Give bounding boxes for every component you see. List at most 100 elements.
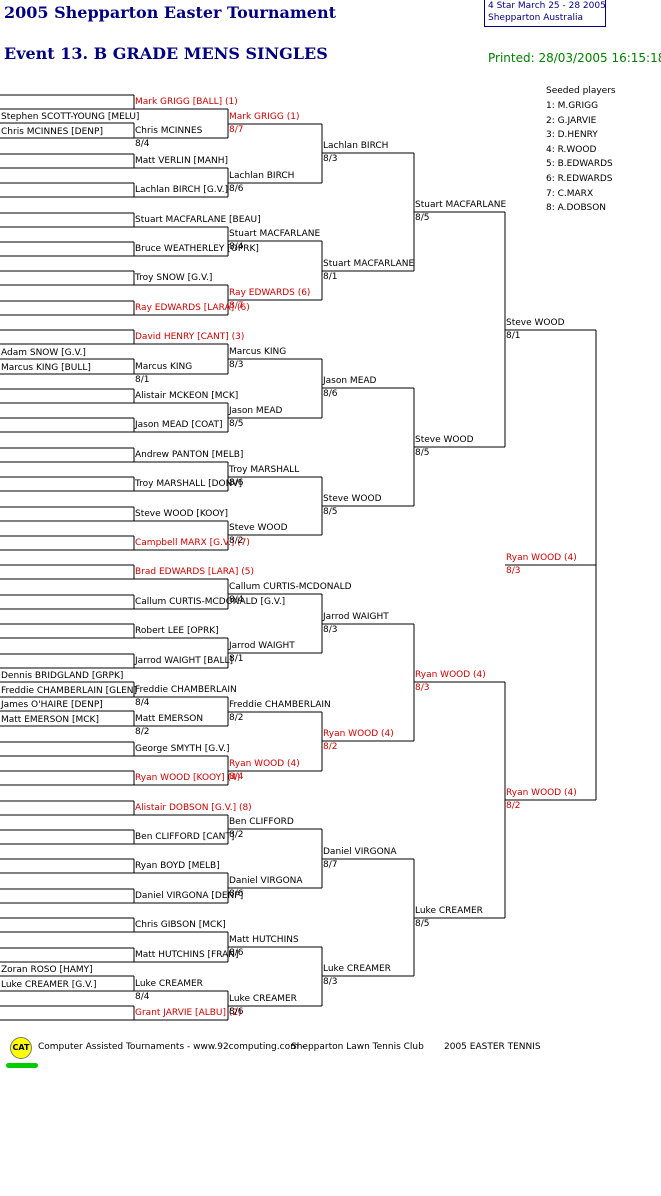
player-round1-26: Ryan BOYD [MELB] [135, 861, 220, 871]
player-round2-15: Luke CREAMER [229, 994, 297, 1004]
player-round2-10: Freddie CHAMBERLAIN [229, 700, 331, 710]
seeds-title: Seeded players [546, 86, 616, 96]
player-round1-1: Chris MCINNES [135, 126, 203, 136]
player-round1-6: Troy SNOW [G.V.] [135, 273, 213, 283]
player-round1-30: Luke CREAMER [135, 979, 203, 989]
score-round2-12: 8/2 [229, 830, 244, 840]
score-round1-9: 8/1 [135, 375, 150, 385]
player-round1-27: Daniel VIRGONA [DENP] [135, 891, 244, 901]
player-round2-5: Jason MEAD [229, 406, 283, 416]
score-round3-6: 8/7 [323, 860, 338, 870]
player-round1-18: Robert LEE [OPRK] [135, 626, 219, 636]
score-round2-8: 8/4 [229, 595, 244, 605]
score-round2-1: 8/6 [229, 184, 244, 194]
qualifier-8: Zoran ROSO [HAMY] [1, 965, 93, 975]
score-round3-2: 8/6 [323, 389, 338, 399]
score-round5-0: 8/1 [506, 331, 521, 341]
player-round4-2: Ryan WOOD (4) [415, 670, 486, 680]
score-round2-3: 8/7 [229, 301, 244, 311]
player-round1-20: Freddie CHAMBERLAIN [135, 685, 237, 695]
player-round1-24: Alistair DOBSON [G.V.] (8) [135, 803, 252, 813]
seed-item: 4: R.WOOD [546, 144, 597, 155]
score-round2-10: 8/2 [229, 713, 244, 723]
player-round1-29: Matt HUTCHINS [FRAN] [135, 950, 239, 960]
tournament-location: Shepparton Australia [488, 13, 584, 23]
player-round4-0: Stuart MACFARLANE [415, 200, 507, 210]
qualifier-1: Chris MCINNES [DENP] [1, 127, 103, 137]
player-round2-8: Callum CURTIS-MCDONALD [229, 582, 352, 592]
player-round1-3: Lachlan BIRCH [G.V.] [135, 185, 229, 195]
player-round3-2: Jason MEAD [323, 376, 377, 386]
score-round3-0: 8/3 [323, 154, 338, 164]
tournament-title: 2005 Shepparton Easter Tournament [4, 3, 336, 22]
player-round3-5: Ryan WOOD (4) [323, 729, 394, 739]
player-round2-0: Mark GRIGG (1) [229, 112, 300, 122]
player-round5-0: Steve WOOD [506, 318, 565, 328]
player-round3-7: Luke CREAMER [323, 964, 391, 974]
player-round4-1: Steve WOOD [415, 435, 474, 445]
player-round1-11: Jason MEAD [COAT] [135, 420, 223, 430]
score-round1-30: 8/4 [135, 992, 150, 1002]
score-round3-7: 8/3 [323, 977, 338, 987]
score-round2-7: 8/2 [229, 536, 244, 546]
player-round2-7: Steve WOOD [229, 523, 288, 533]
score-round5-1: 8/2 [506, 801, 521, 811]
player-round1-16: Brad EDWARDS [LARA] (5) [135, 567, 254, 577]
player-round2-13: Daniel VIRGONA [229, 876, 303, 886]
score-round2-5: 8/5 [229, 419, 244, 429]
footer-event: 2005 EASTER TENNIS [444, 1042, 541, 1052]
score-round4-3: 8/5 [415, 919, 430, 929]
champion: Ryan WOOD (4) [506, 553, 577, 563]
player-round1-23: Ryan WOOD [KOOY] (4) [135, 773, 241, 783]
score-round2-4: 8/3 [229, 360, 244, 370]
player-round1-8: David HENRY [CANT] (3) [135, 332, 245, 342]
seed-item: 6: R.EDWARDS [546, 174, 613, 184]
player-round2-11: Ryan WOOD (4) [229, 759, 300, 769]
footer-credit: Computer Assisted Tournaments - www.92co… [38, 1042, 305, 1052]
champion-score: 8/3 [506, 566, 521, 576]
score-round4-1: 8/5 [415, 448, 430, 458]
player-round1-15: Campbell MARX [G.V.] (7) [135, 538, 250, 548]
player-round1-4: Stuart MACFARLANE [BEAU] [135, 215, 261, 225]
player-round2-2: Stuart MACFARLANE [229, 229, 321, 239]
player-round1-21: Matt EMERSON [135, 714, 204, 724]
player-round2-1: Lachlan BIRCH [229, 171, 295, 181]
score-round4-0: 8/5 [415, 213, 430, 223]
score-round2-15: 8/6 [229, 1007, 244, 1017]
seed-item: 7: C.MARX [546, 188, 594, 199]
footer-club: Shepparton Lawn Tennis Club [291, 1042, 424, 1052]
score-round1-20: 8/4 [135, 698, 150, 708]
player-round1-0: Mark GRIGG [BALL] (1) [135, 97, 238, 107]
score-round3-4: 8/3 [323, 625, 338, 635]
player-round3-1: Stuart MACFARLANE [323, 259, 415, 269]
player-round1-19: Jarrod WAIGHT [BALL] [135, 656, 233, 666]
player-round4-3: Luke CREAMER [415, 906, 483, 916]
player-round1-17: Callum CURTIS-MCDONALD [G.V.] [135, 597, 286, 607]
player-round3-3: Steve WOOD [323, 494, 382, 504]
qualifier-7: Matt EMERSON [MCK] [1, 715, 99, 725]
qualifier-0: Stephen SCOTT-YOUNG [MELU] [1, 112, 140, 122]
player-round1-12: Andrew PANTON [MELB] [135, 450, 244, 460]
qualifier-2: Adam SNOW [G.V.] [1, 348, 86, 358]
score-round2-6: 8/6 [229, 478, 244, 488]
seed-item: 3: D.HENRY [546, 130, 598, 141]
player-round1-7: Ray EDWARDS [LARA] (6) [135, 303, 250, 313]
qualifier-9: Luke CREAMER [G.V.] [1, 980, 97, 990]
player-round3-0: Lachlan BIRCH [323, 141, 389, 151]
cat-logo-bar [6, 1063, 38, 1068]
score-round3-3: 8/5 [323, 507, 338, 517]
player-round1-9: Marcus KING [135, 362, 193, 372]
qualifier-3: Marcus KING [BULL] [1, 363, 91, 373]
player-round2-4: Marcus KING [229, 347, 287, 357]
player-round5-1: Ryan WOOD (4) [506, 788, 577, 798]
player-round1-10: Alistair MCKEON [MCK] [135, 391, 239, 401]
score-round1-21: 8/2 [135, 727, 150, 737]
player-round1-13: Troy MARSHALL [DONV] [135, 479, 242, 489]
printed-timestamp: Printed: 28/03/2005 16:15:18 [488, 51, 661, 65]
player-round2-6: Troy MARSHALL [229, 465, 300, 475]
seed-item: 2: G.JARVIE [546, 115, 597, 126]
tournament-info-box [484, 0, 606, 27]
player-round1-25: Ben CLIFFORD [CANT] [135, 832, 235, 842]
score-round3-5: 8/2 [323, 742, 338, 752]
player-round2-3: Ray EDWARDS (6) [229, 288, 311, 298]
